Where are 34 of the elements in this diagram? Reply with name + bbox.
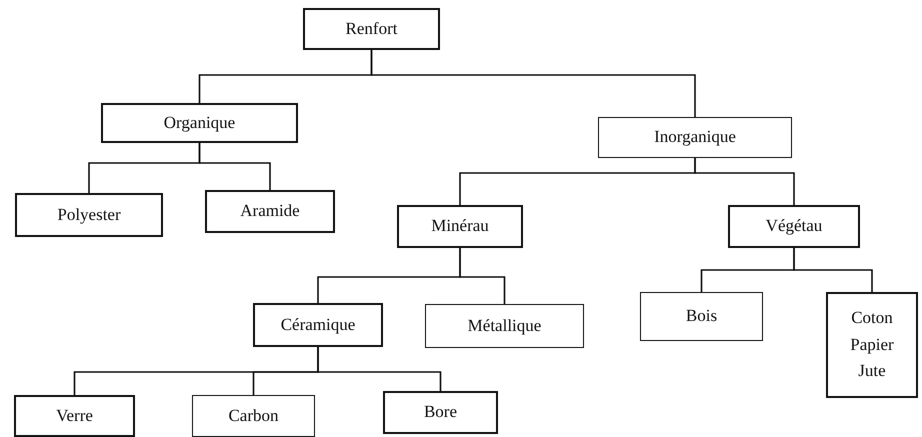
category-box: [14, 395, 135, 437]
category-label: Bois: [686, 305, 718, 328]
category-box: [425, 304, 584, 348]
category-box: [205, 190, 335, 233]
category-box: [826, 292, 918, 398]
category-box: [397, 205, 523, 248]
category-box: [728, 205, 860, 248]
category-label: Céramique: [280, 314, 356, 336]
connector-line: [317, 347, 442, 391]
category-label: Végétau: [766, 215, 822, 238]
category-label: Minérau: [431, 215, 489, 238]
category-label: Bore: [424, 401, 458, 424]
category-box: [598, 117, 792, 158]
connector-line: [793, 248, 873, 292]
connector-line: [459, 248, 506, 304]
category-box: [303, 8, 440, 50]
connector-line: [694, 158, 795, 205]
category-label: Organique: [164, 112, 236, 134]
category-label: Coton Papier Jute: [849, 307, 895, 382]
category-label: Verre: [56, 404, 93, 427]
category-label: Aramide: [240, 200, 300, 222]
category-label: Renfort: [346, 18, 398, 40]
category-box: [253, 303, 383, 347]
category-label: Polyester: [57, 204, 121, 226]
category-label: Métallique: [468, 314, 542, 337]
category-box: [101, 103, 298, 143]
connector-line: [370, 50, 696, 117]
category-box: [640, 292, 763, 341]
category-label: Carbon: [228, 404, 279, 427]
category-box: [383, 391, 498, 434]
category-box: [192, 395, 315, 437]
category-label: Inorganique: [654, 126, 736, 148]
category-box: [15, 193, 163, 237]
connector-line: [198, 143, 271, 190]
